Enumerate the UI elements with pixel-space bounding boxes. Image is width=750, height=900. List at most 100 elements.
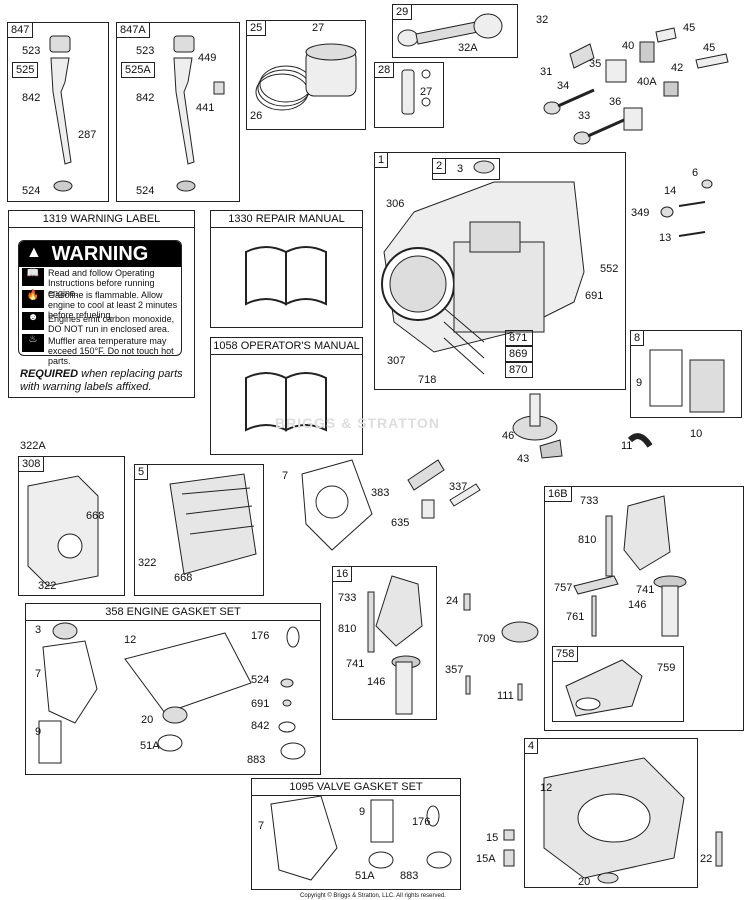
valve-gasket-set-panel: 1095 VALVE GASKET SET [251,778,461,890]
breather-gasket-art [649,349,725,413]
flame-icon: 🔥 [22,290,44,308]
label-761: 761 [566,611,585,623]
label-733: 733 [338,592,357,604]
label-32: 32 [536,14,549,26]
label-12: 12 [124,634,137,646]
label-9: 9 [35,726,42,738]
label-45: 45 [703,42,716,54]
book-icon [245,246,327,306]
warning-label-title: 1319 WARNING LABEL [9,211,194,228]
label-7: 7 [258,820,265,832]
label-524: 524 [22,185,41,197]
label-9: 9 [359,806,366,818]
label-523: 523 [136,45,155,57]
label-307: 307 [387,355,406,367]
box-tag-525: 525 [12,62,39,78]
part-box-4 [524,738,698,888]
book-icon [245,372,327,432]
label-337: 337 [449,481,468,493]
label-51a: 51A [140,740,160,752]
label-11: 11 [621,440,633,452]
label-322a: 322A [20,440,46,452]
box-tag-758: 758 [552,646,579,662]
label-322: 322 [38,580,57,592]
label-441: 441 [196,102,215,114]
label-43: 43 [517,453,530,465]
breather-bolts-art [660,179,713,237]
box-tag-847: 847 [7,22,34,38]
label-757: 757 [554,582,573,594]
warning-header: WARNING [19,241,181,267]
label-691: 691 [251,698,270,710]
callout-869 [505,346,533,362]
label-524: 524 [251,674,270,686]
label-3: 3 [457,163,464,175]
label-31: 31 [540,66,553,78]
manual-icon: 📖 [22,268,44,286]
label-40a: 40A [637,76,657,88]
part-box-758 [552,646,684,722]
label-13: 13 [659,232,672,244]
label-3: 3 [35,624,42,636]
required-rest: when replacing parts with warning labels… [20,368,183,393]
operators-manual-panel: 1058 OPERATOR'S MANUAL [210,337,363,455]
label-20: 20 [141,714,154,726]
label-709: 709 [477,633,496,645]
repair-manual-title: 1330 REPAIR MANUAL [211,211,362,228]
warning-line-1: Read and follow Operating Instructions b… [48,268,155,298]
hot-surface-icon: ♨ [22,334,44,352]
valve-gasket-set-title: 1095 VALVE GASKET SET [252,779,460,796]
engine-gasket-set-art [38,622,306,764]
box-tag-29: 29 [392,4,413,20]
label-7: 7 [35,668,42,680]
label-35: 35 [589,58,602,70]
head-gasket-art [301,459,373,551]
label-7: 7 [282,470,289,482]
part-box-29 [392,4,518,58]
label-32a: 32A [458,42,478,54]
part-box-16b [544,486,744,731]
label-51a: 51A [355,870,375,882]
warning-line-4: Muffler area temperature may exceed 150°… [48,336,174,366]
box-tag-1: 1 [374,152,389,168]
box-tag-25: 25 [246,20,267,36]
label-34: 34 [557,80,570,92]
label-552: 552 [600,263,619,275]
box-tag-28: 28 [374,62,395,78]
label-524: 524 [136,185,155,197]
label-42: 42 [671,62,684,74]
part-box-847a [116,22,240,202]
label-870: 870 [509,364,528,376]
box-tag-847a: 847A [116,22,150,38]
warning-line-2: Gasoline is flammable. Allow engine to c… [48,290,178,320]
label-15: 15 [486,832,499,844]
box-tag-16: 16 [332,566,353,582]
label-733: 733 [580,495,599,507]
box-tag-8: 8 [630,330,645,346]
part-box-8 [630,330,742,418]
label-6: 6 [692,167,699,179]
label-24: 24 [446,595,459,607]
label-176: 176 [251,630,270,642]
label-306: 306 [386,198,405,210]
cylinder-head-art [169,473,257,575]
label-810: 810 [578,534,597,546]
crankshaft-art [367,575,423,715]
label-635: 635 [391,517,410,529]
label-15a: 15A [476,853,496,865]
label-146: 146 [367,676,386,688]
balancer-art [565,659,643,717]
piston-art [255,43,357,111]
label-449: 449 [198,52,217,64]
sump-art [543,757,685,884]
label-523: 523 [22,45,41,57]
part-box-847 [7,22,109,202]
label-842: 842 [136,92,155,104]
label-883: 883 [247,754,266,766]
box-tag-525a: 525A [121,62,155,78]
label-759: 759 [657,662,676,674]
spark-plug-art [407,459,481,519]
camshaft-art [512,393,653,459]
label-741: 741 [636,584,655,596]
box-tag-308: 308 [18,456,45,472]
